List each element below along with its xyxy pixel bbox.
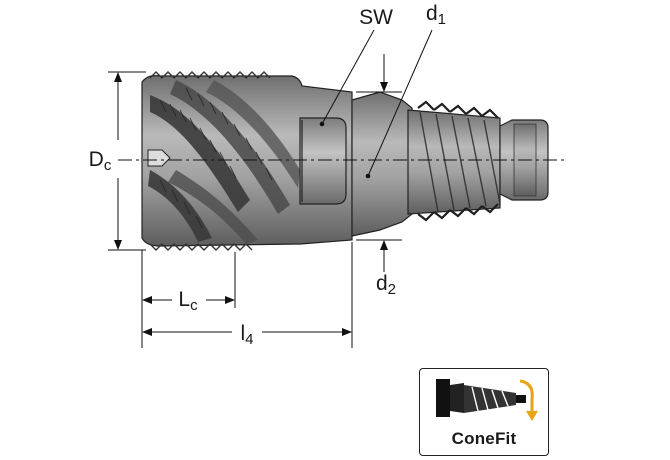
dimension-d2 <box>356 54 402 272</box>
cone-shank <box>351 91 549 237</box>
dc-label: Dc <box>89 148 112 174</box>
dimension-l4 <box>142 242 353 348</box>
sw-leader <box>319 29 375 127</box>
d2-label: d2 <box>376 272 396 298</box>
wrench-flat <box>299 117 347 205</box>
conefit-icon <box>436 379 538 421</box>
dimension-dc <box>108 71 146 251</box>
rotation-arrow-icon <box>519 379 534 413</box>
dimension-lc <box>141 250 236 348</box>
d1-leader <box>365 29 433 179</box>
sw-label: SW <box>359 6 393 29</box>
l4-label: l4 <box>240 322 253 348</box>
conefit-badge: ConeFit <box>419 368 549 456</box>
conefit-label: ConeFit <box>451 429 517 448</box>
lc-label: Lc <box>178 288 198 314</box>
d1-label: d1 <box>426 2 446 28</box>
